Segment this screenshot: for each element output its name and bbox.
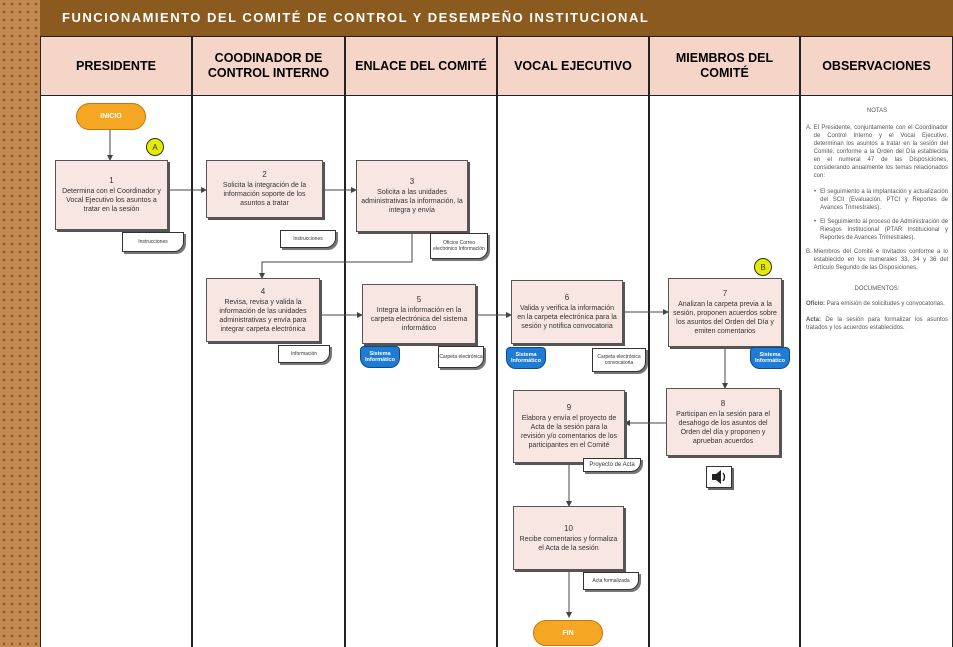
step-8-number: 8 (720, 398, 726, 408)
step-3-number: 3 (409, 177, 415, 186)
note-bullet-1-text: El seguimiento a la implantación y actua… (820, 189, 948, 211)
document-acta-formalizada: Acta formalizada (583, 572, 639, 590)
note-a-label: A. (806, 125, 812, 131)
column-header-presidente: PRESIDENTE (40, 36, 192, 96)
lane-coordinador (192, 96, 345, 647)
step-3-text: Solicita a las unidades administrativas … (361, 189, 463, 214)
doc-note-acta-text: De la sesión para formalizar los asuntos… (806, 317, 948, 331)
document-oficios: Oficios Correo electrónico Información (430, 233, 488, 259)
connector-b: B (754, 258, 772, 276)
step-10-number: 10 (564, 523, 573, 533)
step-9: 9 Elabora y envía el proyecto de Acta de… (513, 390, 625, 463)
arrow-3-to-4 (259, 232, 413, 279)
meeting-speaker-icon (706, 466, 732, 488)
doc-note-acta: Acta: De la sesión para formalizar los a… (806, 316, 948, 332)
note-bullet-2-text: El Seguimiento al proceso de Administrac… (820, 219, 948, 241)
document-informacion: Información (278, 345, 330, 363)
documents-title: DOCUMENTOS: (854, 286, 900, 292)
step-2: 2 Solicita la integración de la informac… (206, 160, 323, 218)
document-proyecto-acta: Proyecto de Acta (583, 458, 641, 472)
lane-miembros (649, 96, 800, 647)
step-9-text: Elabora y envía el proyecto de Acta de l… (520, 415, 618, 449)
doc-note-acta-label: Acta: (806, 317, 822, 323)
step-5: 5 Integra la información en la carpeta e… (362, 284, 476, 344)
note-a: A. El Presidente, conjuntamente con el C… (806, 124, 948, 180)
step-1-text: Determina con el Coordinador y Vocal Eje… (62, 188, 161, 213)
observations-panel: NOTAS A. El Presidente, conjuntamente co… (806, 108, 948, 508)
step-7-number: 7 (722, 289, 728, 298)
doc-note-oficio: Oficio: Para emisión de solicitudes y co… (806, 300, 948, 308)
step-7-text: Analizan la carpeta previa a la sesión, … (673, 301, 777, 335)
step-2-number: 2 (262, 170, 267, 179)
step-10-text: Recibe comentarios y formaliza el Acta d… (519, 535, 618, 552)
doc-note-oficio-label: Oficio: (806, 301, 825, 307)
step-5-number: 5 (416, 295, 422, 304)
step-8: 8 Participan en la sesión para el desaho… (666, 388, 780, 456)
step-4-text: Revisa, revisa y valida la información d… (219, 298, 307, 333)
database-sistema-2: Sistema Informático (506, 347, 546, 369)
database-sistema-1: Sistema Informático (360, 346, 400, 368)
note-b-text: Miembros del Comité e Invitados conforme… (813, 249, 948, 271)
document-instrucciones-1: Instrucciones (122, 232, 184, 252)
column-header-coordinador: COODINADOR DE CONTROL INTERNO (192, 36, 345, 96)
step-9-number: 9 (566, 403, 572, 412)
column-header-vocal: VOCAL EJECUTIVO (497, 36, 649, 96)
note-b-label: B. (806, 249, 812, 255)
bullet-dot-icon: • (814, 219, 817, 225)
step-1: 1 Determina con el Coordinador y Vocal E… (55, 160, 168, 230)
step-2-text: Solicita la integración de la informació… (222, 182, 307, 207)
document-instrucciones-2: Instrucciones (280, 230, 336, 248)
step-5-text: Integra la información en la carpeta ele… (370, 307, 468, 332)
note-a-text: El Presidente, conjuntamente con el Coor… (813, 125, 948, 179)
notes-title: NOTAS (866, 108, 888, 114)
column-header-observaciones: OBSERVACIONES (800, 36, 953, 96)
lane-enlace (345, 96, 497, 647)
lane-vocal (497, 96, 649, 647)
end-terminal: FIN (533, 620, 603, 646)
note-bullet-1: • El seguimiento a la implantación y act… (806, 188, 948, 212)
step-8-text: Participan en la sesión para el desahogo… (676, 410, 770, 445)
step-7: 7 Analizan la carpeta previa a la sesión… (668, 278, 782, 347)
bullet-dot-icon: • (814, 189, 817, 195)
step-4-number: 4 (260, 286, 266, 296)
step-10: 10 Recibe comentarios y formaliza el Act… (513, 506, 624, 570)
doc-note-oficio-text: Para emisión de solicitudes y convocator… (826, 301, 945, 307)
step-4: 4 Revisa, revisa y valida la información… (206, 278, 320, 342)
step-3: 3 Solicita a las unidades administrativa… (356, 160, 468, 232)
step-6-text: Valida y verifica la información en la c… (517, 305, 617, 330)
step-6-number: 6 (564, 293, 570, 302)
document-carpeta-convocatoria: Carpeta electrónica convocatoria (592, 348, 646, 372)
step-1-number: 1 (109, 176, 114, 185)
database-sistema-3: Sistema Informático (750, 347, 790, 369)
lane-presidente (40, 96, 192, 647)
document-carpeta: Carpeta electrónica (438, 346, 484, 368)
connector-a: A (146, 138, 164, 156)
step-6: 6 Valida y verifica la información en la… (511, 280, 623, 344)
note-b: B. Miembros del Comité e Invitados confo… (806, 248, 948, 272)
page-title: FUNCIONAMIENTO DEL COMITÉ DE CONTROL Y D… (40, 0, 953, 36)
note-bullet-2: • El Seguimiento al proceso de Administr… (806, 218, 948, 242)
decorative-side-strip (0, 0, 40, 647)
start-terminal: INICIO (76, 103, 146, 130)
column-header-enlace: ENLACE DEL COMITÉ (345, 36, 497, 96)
column-header-miembros: MIEMBROS DEL COMITÉ (649, 36, 800, 96)
